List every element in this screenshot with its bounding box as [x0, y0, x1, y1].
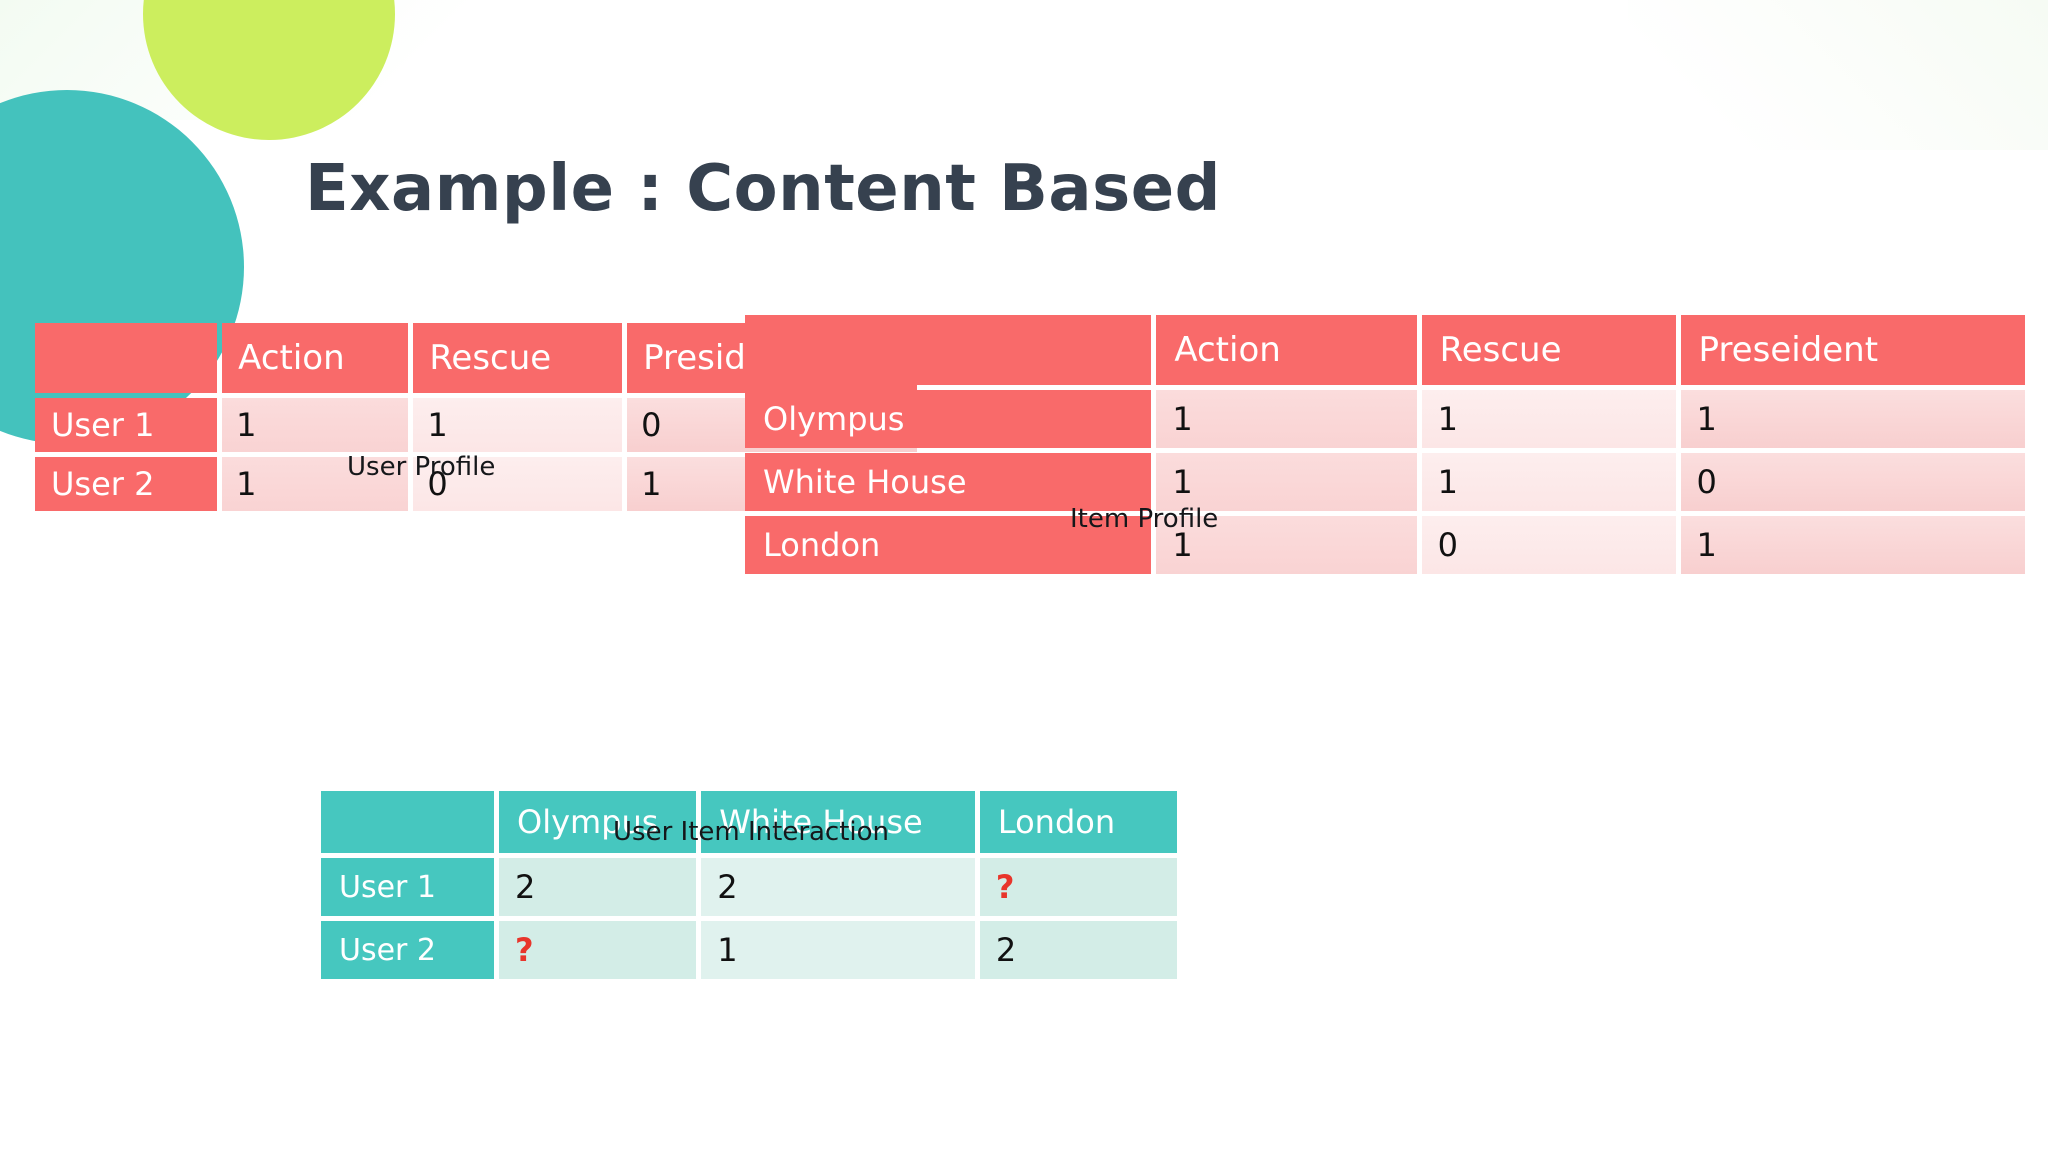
column-header-olympus: Olympus [499, 791, 697, 853]
column-header-rescue: Rescue [1421, 315, 1676, 385]
corner-cell [35, 323, 218, 393]
table-row: User 2 ? 1 2 [321, 921, 1177, 979]
user-item-interaction-table: Olympus White House London User 1 2 2 ? … [316, 786, 1182, 984]
page-title: Example : Content Based [305, 152, 1221, 226]
column-header-preseident: Preseident [1680, 315, 2025, 385]
cell-whitehouse-rescue: 1 [1421, 453, 1676, 511]
cell-whitehouse-action: 1 [1156, 453, 1417, 511]
cell-user2-action: 1 [222, 457, 409, 511]
item-profile-table-block: Action Rescue Preseident Olympus 1 1 1 W… [740, 310, 2030, 579]
corner-wash-top-right [1628, 0, 2048, 150]
cell-user1-london-unknown: ? [979, 858, 1177, 916]
row-label-user-1: User 1 [321, 858, 495, 916]
row-label-user-2: User 2 [321, 921, 495, 979]
cell-olympus-rescue: 1 [1421, 390, 1676, 448]
table-row: Olympus 1 1 1 [745, 390, 2025, 448]
cell-user1-olympus: 2 [499, 858, 697, 916]
cell-whitehouse-preseident: 0 [1680, 453, 2025, 511]
cell-user1-rescue: 1 [413, 398, 623, 452]
corner-wash-top-left [0, 0, 520, 120]
cell-user2-olympus-unknown: ? [499, 921, 697, 979]
green-circle-shape [143, 0, 395, 140]
table-row: London 1 0 1 [745, 516, 2025, 574]
column-header-white-house: White House [701, 791, 975, 853]
column-header-rescue: Rescue [413, 323, 623, 393]
cell-london-rescue: 0 [1421, 516, 1676, 574]
cell-london-action: 1 [1156, 516, 1417, 574]
table-header-row: Action Rescue Preseident [745, 315, 2025, 385]
row-label-user-2: User 2 [35, 457, 218, 511]
row-label-olympus: Olympus [745, 390, 1152, 448]
table-row: White House 1 1 0 [745, 453, 2025, 511]
item-profile-caption: Item Profile [1070, 504, 1219, 534]
table-header-row: Olympus White House London [321, 791, 1177, 853]
user-item-interaction-caption: User Item Interaction [613, 817, 890, 847]
column-header-london: London [979, 791, 1177, 853]
cell-user1-white-house: 2 [701, 858, 975, 916]
cell-user1-action: 1 [222, 398, 409, 452]
row-label-user-1: User 1 [35, 398, 218, 452]
column-header-action: Action [222, 323, 409, 393]
cell-olympus-action: 1 [1156, 390, 1417, 448]
column-header-action: Action [1156, 315, 1417, 385]
cell-london-preseident: 1 [1680, 516, 2025, 574]
cell-olympus-preseident: 1 [1680, 390, 2025, 448]
cell-user2-london: 2 [979, 921, 1177, 979]
row-label-white-house: White House [745, 453, 1152, 511]
item-profile-table: Action Rescue Preseident Olympus 1 1 1 W… [740, 310, 2030, 579]
corner-cell [745, 315, 1152, 385]
table-row: User 1 2 2 ? [321, 858, 1177, 916]
row-label-london: London [745, 516, 1152, 574]
user-item-interaction-table-block: Olympus White House London User 1 2 2 ? … [316, 786, 1182, 984]
user-profile-caption: User Profile [347, 452, 496, 482]
cell-user2-rescue: 0 [413, 457, 623, 511]
cell-user2-white-house: 1 [701, 921, 975, 979]
corner-cell [321, 791, 495, 853]
